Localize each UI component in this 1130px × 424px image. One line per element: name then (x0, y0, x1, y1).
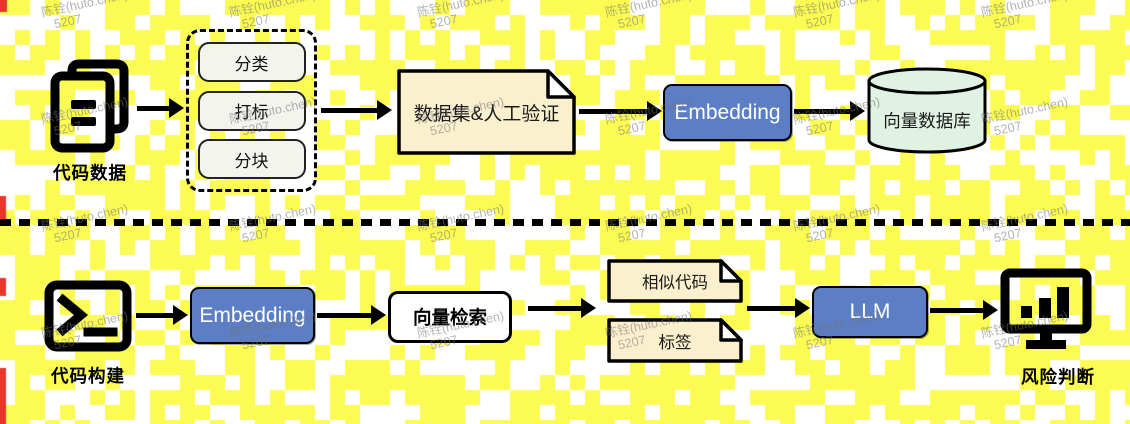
similar-code-doc-node: 相似代码 (607, 259, 743, 303)
flow-arrow (528, 298, 596, 318)
dataset-label: 数据集&人工验证 (413, 103, 560, 125)
flow-arrow (137, 98, 184, 118)
step-tag: 打标 (197, 90, 306, 131)
flow-arrow (321, 100, 392, 120)
similar-code-label: 相似代码 (642, 274, 708, 292)
flow-arrow (579, 101, 662, 121)
flow-arrow (794, 101, 865, 121)
dataset-doc-node: 数据集&人工验证 (397, 69, 576, 155)
llm-node: LLM (812, 286, 928, 338)
vector-db-label: 向量数据库 (883, 111, 971, 131)
database-cylinder-icon: 向量数据库 (866, 66, 988, 156)
dashed-divider (0, 219, 1130, 226)
preprocess-group: 分类 打标 分块 (186, 29, 317, 192)
embedding-node-bottom: Embedding (190, 287, 315, 344)
documents-copy-icon (46, 58, 132, 159)
tag-label: 标签 (658, 333, 692, 352)
source-data-label: 代码数据 (53, 163, 127, 183)
embedding-node-top: Embedding (663, 84, 792, 141)
risk-judgement-label: 风险判断 (1021, 367, 1095, 387)
terminal-icon (44, 280, 132, 357)
step-classify: 分类 (197, 42, 306, 82)
tag-doc-node: 标签 (607, 318, 743, 363)
step-chunk: 分块 (197, 139, 306, 179)
flow-arrow (317, 305, 386, 325)
flow-arrow (930, 300, 998, 320)
flow-arrow (747, 298, 810, 318)
code-build-label: 代码构建 (51, 366, 125, 386)
flow-arrow (136, 305, 188, 325)
monitor-chart-icon (1000, 268, 1092, 357)
vector-search-node: 向量检索 (388, 291, 512, 343)
